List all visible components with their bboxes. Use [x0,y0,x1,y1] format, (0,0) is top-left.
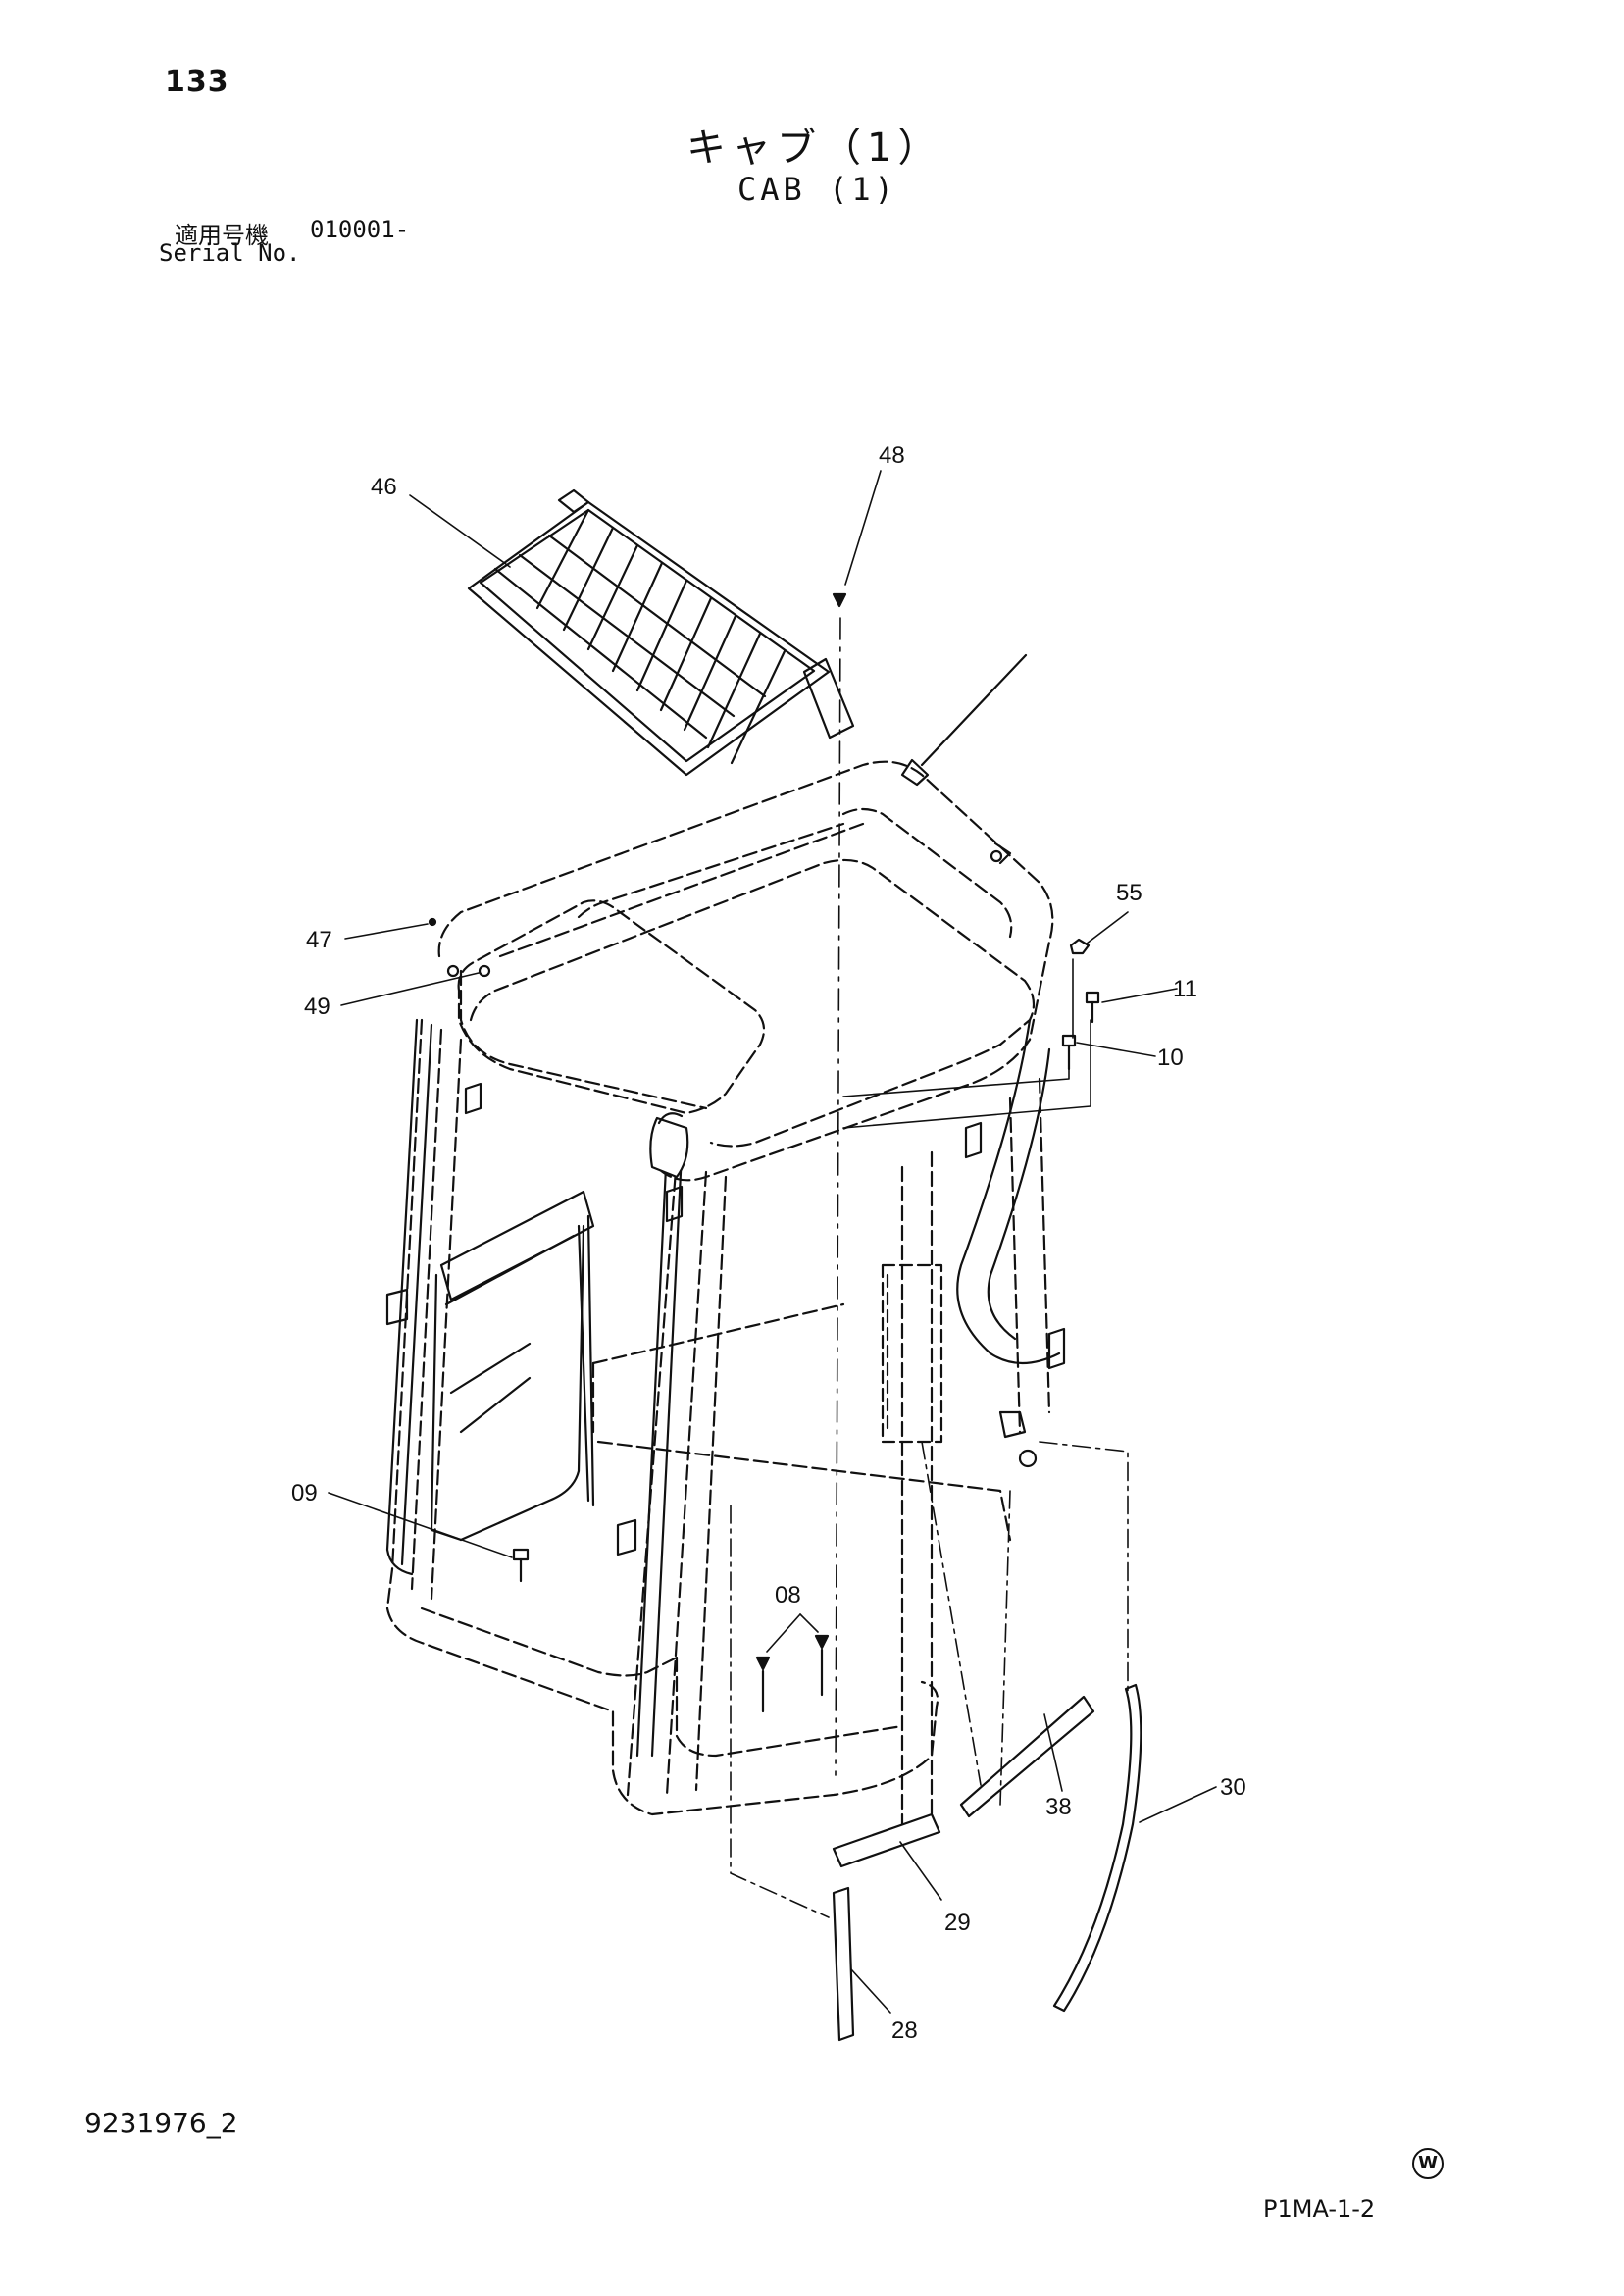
title-english: CAB (1) [737,171,897,208]
center-pillar [616,1112,689,1758]
w-mark-icon: W [1412,2148,1444,2179]
callout-55: 55 [1116,880,1142,906]
callout-08: 08 [775,1582,801,1608]
cab-frame-pillars [390,1018,1051,1826]
leader-lines [328,470,1217,2014]
top-right-bracket [990,842,1012,865]
callout-28: 28 [891,2017,918,2044]
page-code: P1MA-1-2 [1263,2195,1376,2222]
callout-48: 48 [879,442,905,469]
bolt-09-icon [512,1548,530,1583]
roof-inner-window [457,899,766,1115]
seal-strip-28 [832,1886,855,2042]
seal-strip-29 [832,1812,941,1868]
left-pillar [385,1018,482,1576]
callout-47: 47 [306,927,332,953]
screw-49-icon [478,964,491,978]
callout-09: 09 [291,1480,318,1506]
serial-label-english: Serial No. [159,239,301,267]
roof-guard-grille [467,488,855,777]
bolt-11-icon [1085,991,1100,1024]
title-japanese: キャブ（1） [686,126,943,171]
callout-38: 38 [1045,1794,1072,1820]
page-number: 133 [165,65,229,99]
assembly-lines [730,1441,1129,1918]
callout-30: 30 [1220,1774,1246,1801]
serial-value: 010001- [310,216,410,243]
screw-48-icon [832,592,847,608]
seal-strip-30 [1052,1683,1142,2013]
document-id: 9231976_2 [84,2107,238,2139]
screw-47-icon [428,917,437,927]
side-window-frame [430,1190,595,1542]
seal-strip-38 [959,1695,1095,1818]
callout-29: 29 [944,1910,971,1936]
callout-46: 46 [371,474,397,500]
bolt-10-icon [1061,1034,1077,1071]
callout-11: 11 [1173,976,1197,1002]
rear-frame-curve [881,1018,1066,1468]
serial-label-japanese: 適用号機 [175,222,269,249]
cap-55-icon [1069,938,1091,955]
clip-08-icon [755,1634,830,1713]
cab-base-frame [385,1302,1012,1816]
callout-49: 49 [304,994,330,1020]
callout-10: 10 [1157,1045,1184,1071]
